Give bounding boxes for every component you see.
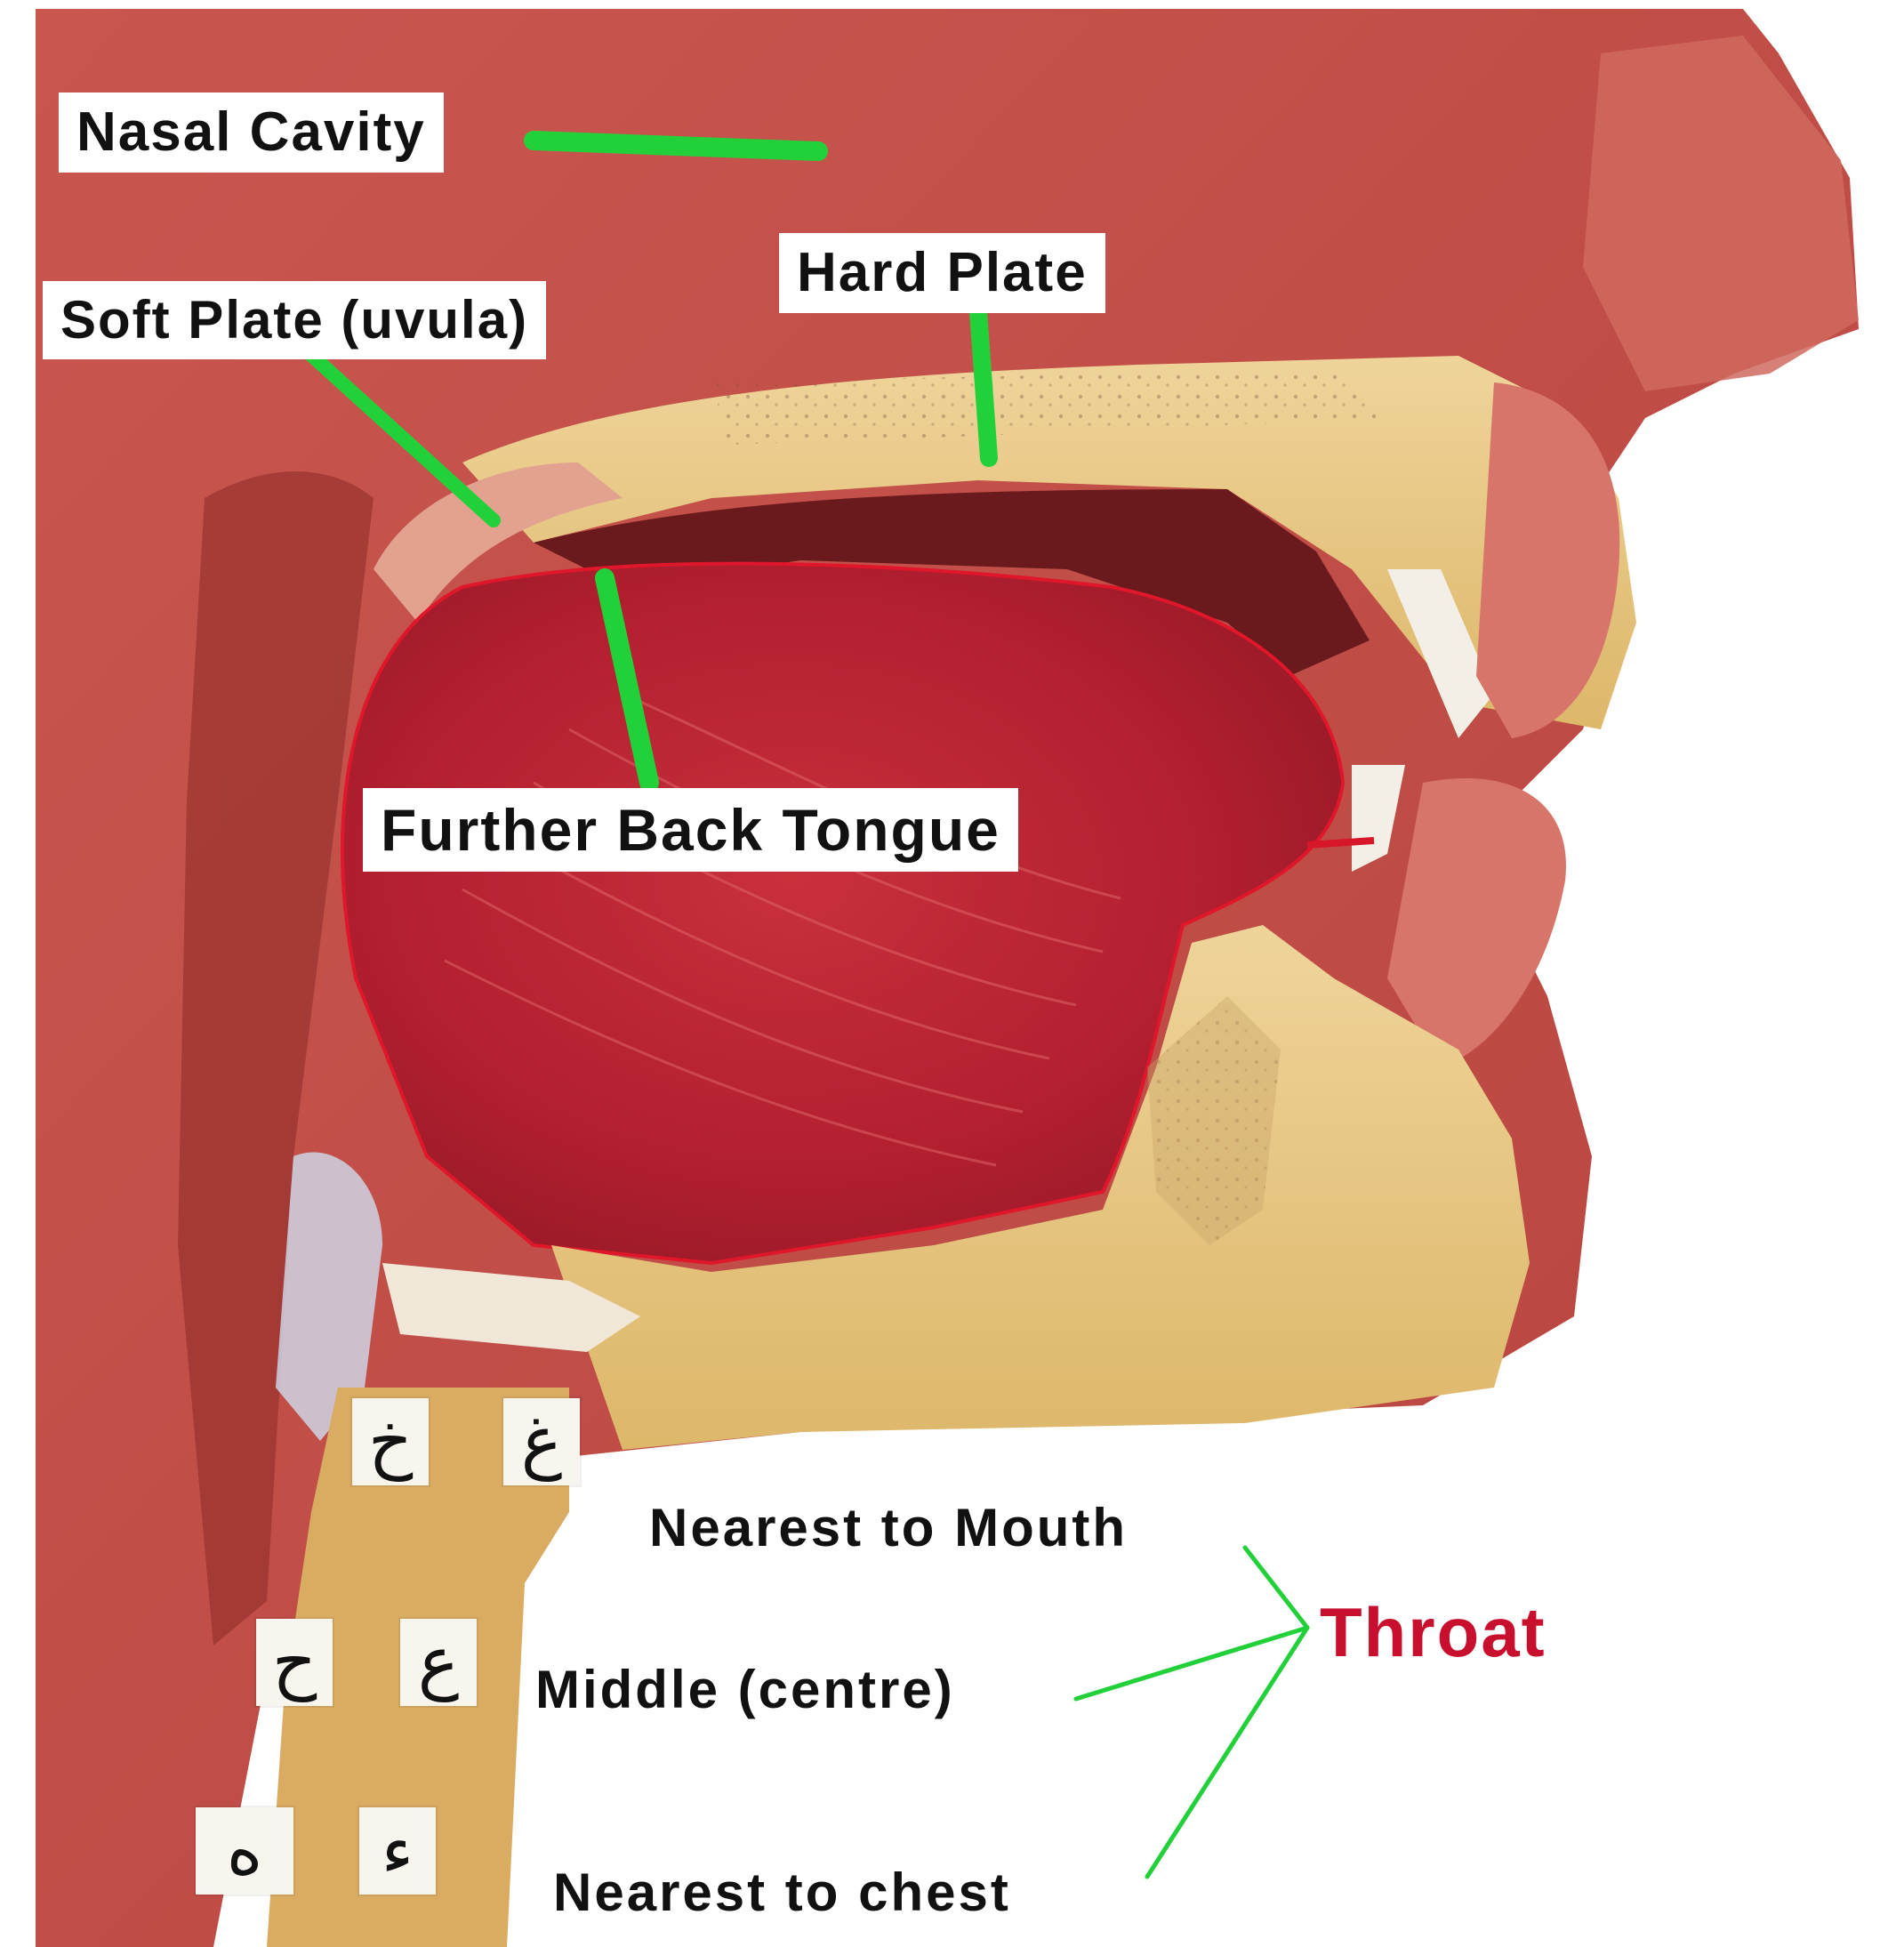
further-back-tongue-label: Further Back Tongue [363, 788, 1018, 872]
nasal-cavity-pointer [534, 141, 818, 151]
letter-ha: ه [196, 1807, 293, 1895]
middle-centre-label: Middle (centre) [535, 1663, 955, 1717]
hard-plate-pointer [978, 311, 989, 458]
letter-khaa: خ [352, 1398, 429, 1485]
hard-plate-label: Hard Plate [779, 233, 1105, 313]
letter-hamza: ء [359, 1807, 436, 1895]
letter-ghayn: غ [503, 1398, 580, 1485]
nearest-to-mouth-label: Nearest to Mouth [649, 1501, 1128, 1555]
nearest-to-chest-label: Nearest to chest [553, 1866, 1011, 1919]
letter-ayn: ع [400, 1619, 477, 1706]
lip-arrow [1307, 841, 1374, 845]
soft-plate-label: Soft Plate (uvula) [43, 281, 546, 359]
throat-label: Throat [1320, 1597, 1546, 1667]
nasal-cavity-label: Nasal Cavity [59, 93, 444, 173]
letter-haa: ح [256, 1619, 333, 1706]
